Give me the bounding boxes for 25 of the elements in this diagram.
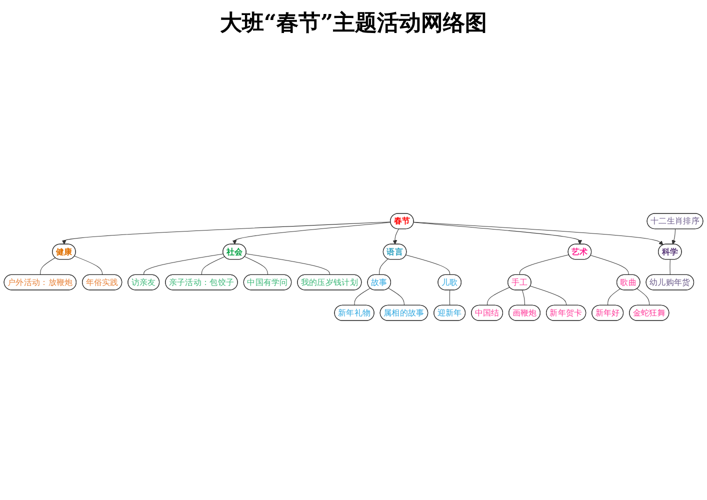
connector: [530, 286, 567, 306]
arrow: [413, 222, 582, 245]
connector: [522, 290, 526, 306]
connector: [487, 287, 510, 306]
connector: [636, 288, 650, 306]
connector: [608, 288, 620, 306]
connector: [354, 288, 370, 306]
connector: [244, 256, 268, 276]
connector: [201, 256, 225, 276]
connector: [246, 254, 330, 276]
arrow: [62, 222, 391, 245]
connector: [519, 254, 570, 276]
connector: [406, 254, 450, 276]
connector: [74, 256, 103, 276]
arrow: [414, 222, 664, 246]
connector: [449, 290, 450, 306]
connector: [590, 255, 629, 276]
connector: [388, 288, 404, 306]
arrow: [232, 222, 391, 245]
arrow: [392, 228, 399, 245]
diagram-title: 大班“春节”主题活动网络图: [218, 9, 488, 38]
arrow: [672, 228, 676, 245]
connector: [144, 254, 224, 276]
connector: [40, 257, 56, 276]
connector: [379, 258, 388, 276]
